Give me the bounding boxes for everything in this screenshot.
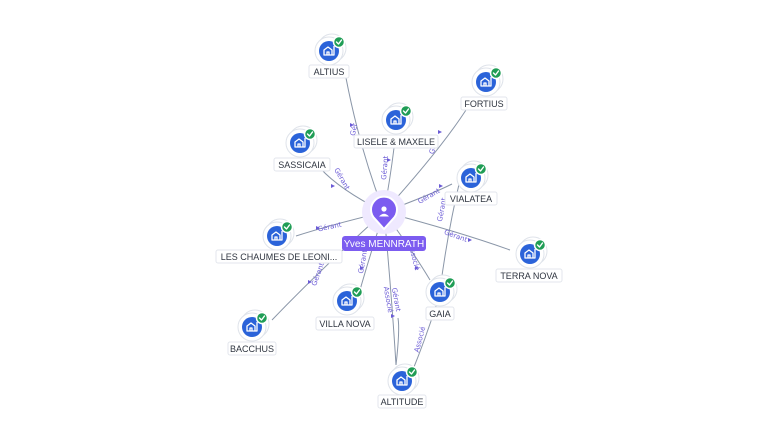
- company-node-lisele[interactable]: LISELE & MAXELE: [353, 102, 439, 149]
- building-icon: [271, 231, 283, 241]
- active-check-icon: [443, 276, 457, 290]
- edge-extra-0: [395, 317, 400, 366]
- edge-arrow-8: [415, 266, 419, 270]
- company-label-box: [308, 64, 350, 79]
- active-check-icon: [489, 66, 503, 80]
- building-icon: [396, 376, 408, 386]
- edge-label-altius: Gér: [349, 122, 359, 136]
- company-label: LES CHAUMES DE LEONI...: [221, 252, 338, 262]
- active-check-icon: [255, 311, 269, 325]
- active-check-icon: [399, 104, 413, 118]
- edge-label-lisele: Gérant: [380, 155, 390, 180]
- edge-arrow-0: [350, 123, 354, 127]
- active-check-icon: [405, 365, 419, 379]
- active-check-icon: [280, 220, 294, 234]
- building-icon: [390, 115, 402, 125]
- company-label: ALTIUS: [314, 67, 345, 77]
- nodes-layer: ALTIUS LISELE & MAXELE FORTIUS SASSICAIA VIA…: [215, 33, 563, 409]
- company-node-villanova[interactable]: VILLA NOVA: [315, 283, 375, 331]
- building-icon: [434, 287, 446, 297]
- company-label-box: [353, 134, 439, 149]
- company-node-terranova[interactable]: TERRA NOVA: [495, 236, 563, 283]
- company-label-box: [495, 268, 563, 283]
- company-label: TERRA NOVA: [500, 271, 557, 281]
- building-icon: [341, 296, 353, 306]
- edge-label-vialatea: Gérant: [417, 187, 442, 206]
- building-icon: [294, 138, 306, 148]
- building-icon: [323, 46, 335, 56]
- company-label-box: [315, 316, 375, 331]
- edge-arrow-9: [308, 280, 312, 284]
- company-node-altius[interactable]: ALTIUS: [308, 33, 350, 79]
- company-label: LISELE & MAXELE: [357, 137, 435, 147]
- company-label-box: [273, 157, 331, 172]
- company-node-chaumes[interactable]: LES CHAUMES DE LEONI...: [215, 218, 343, 264]
- edge-label-fortius: Gé: [428, 143, 439, 155]
- company-label-box: [215, 249, 343, 264]
- edge-arrow-7: [360, 266, 364, 270]
- active-check-icon: [303, 127, 317, 141]
- company-label: BACCHUS: [230, 344, 274, 354]
- company-label-box: [444, 191, 498, 206]
- company-label: ALTITUDE: [381, 397, 424, 407]
- company-label: VIALATEA: [450, 194, 492, 204]
- edge-label-villanova: Gérant: [357, 249, 369, 274]
- company-label: SASSICAIA: [278, 160, 326, 170]
- company-node-vialatea[interactable]: VIALATEA: [444, 160, 498, 206]
- edge-label-chaumes: Gérant: [317, 221, 342, 234]
- person-pin-icon: [370, 195, 398, 231]
- center-label: Yves MENNRATH: [344, 239, 424, 250]
- company-node-bacchus[interactable]: BACCHUS: [227, 309, 277, 356]
- edge-label-terranova: Gérant: [443, 228, 469, 244]
- edge-label-bacchus: Gérant: [310, 261, 326, 287]
- company-node-sassicaia[interactable]: SASSICAIA: [273, 125, 331, 172]
- building-icon: [246, 322, 258, 332]
- edge-label-sassicaia: Gérant: [332, 167, 351, 192]
- center-person-node[interactable]: Yves MENNRATH: [342, 190, 426, 251]
- edge-arrow-2: [438, 130, 442, 134]
- edge-arrow-10: [391, 314, 395, 318]
- center-label-badge: [342, 236, 426, 251]
- company-label-box: [377, 394, 427, 409]
- company-label-box: [460, 96, 508, 111]
- active-check-icon: [533, 238, 547, 252]
- company-label-box: [227, 341, 277, 356]
- company-label: FORTIUS: [464, 99, 503, 109]
- edge-label-extra: Associé: [413, 326, 428, 354]
- edge-arrow-4: [439, 184, 443, 188]
- active-check-icon: [350, 285, 364, 299]
- building-icon: [480, 77, 492, 87]
- edge-arrow-6: [468, 238, 472, 242]
- company-label-box: [425, 306, 455, 321]
- company-node-gaia[interactable]: GAIA: [425, 274, 458, 321]
- active-check-icon: [474, 162, 488, 176]
- active-check-icon: [332, 35, 346, 49]
- company-label: GAIA: [429, 309, 451, 319]
- person-icon: [379, 206, 389, 217]
- company-node-fortius[interactable]: FORTIUS: [460, 64, 508, 111]
- building-icon: [465, 173, 477, 183]
- edge-arrow-5: [316, 226, 320, 230]
- building-icon: [524, 249, 536, 259]
- company-node-altitude[interactable]: ALTITUDE: [377, 363, 427, 409]
- edge-arrow-3: [331, 184, 335, 188]
- edge-arrow-1: [387, 158, 391, 162]
- company-label: VILLA NOVA: [319, 319, 370, 329]
